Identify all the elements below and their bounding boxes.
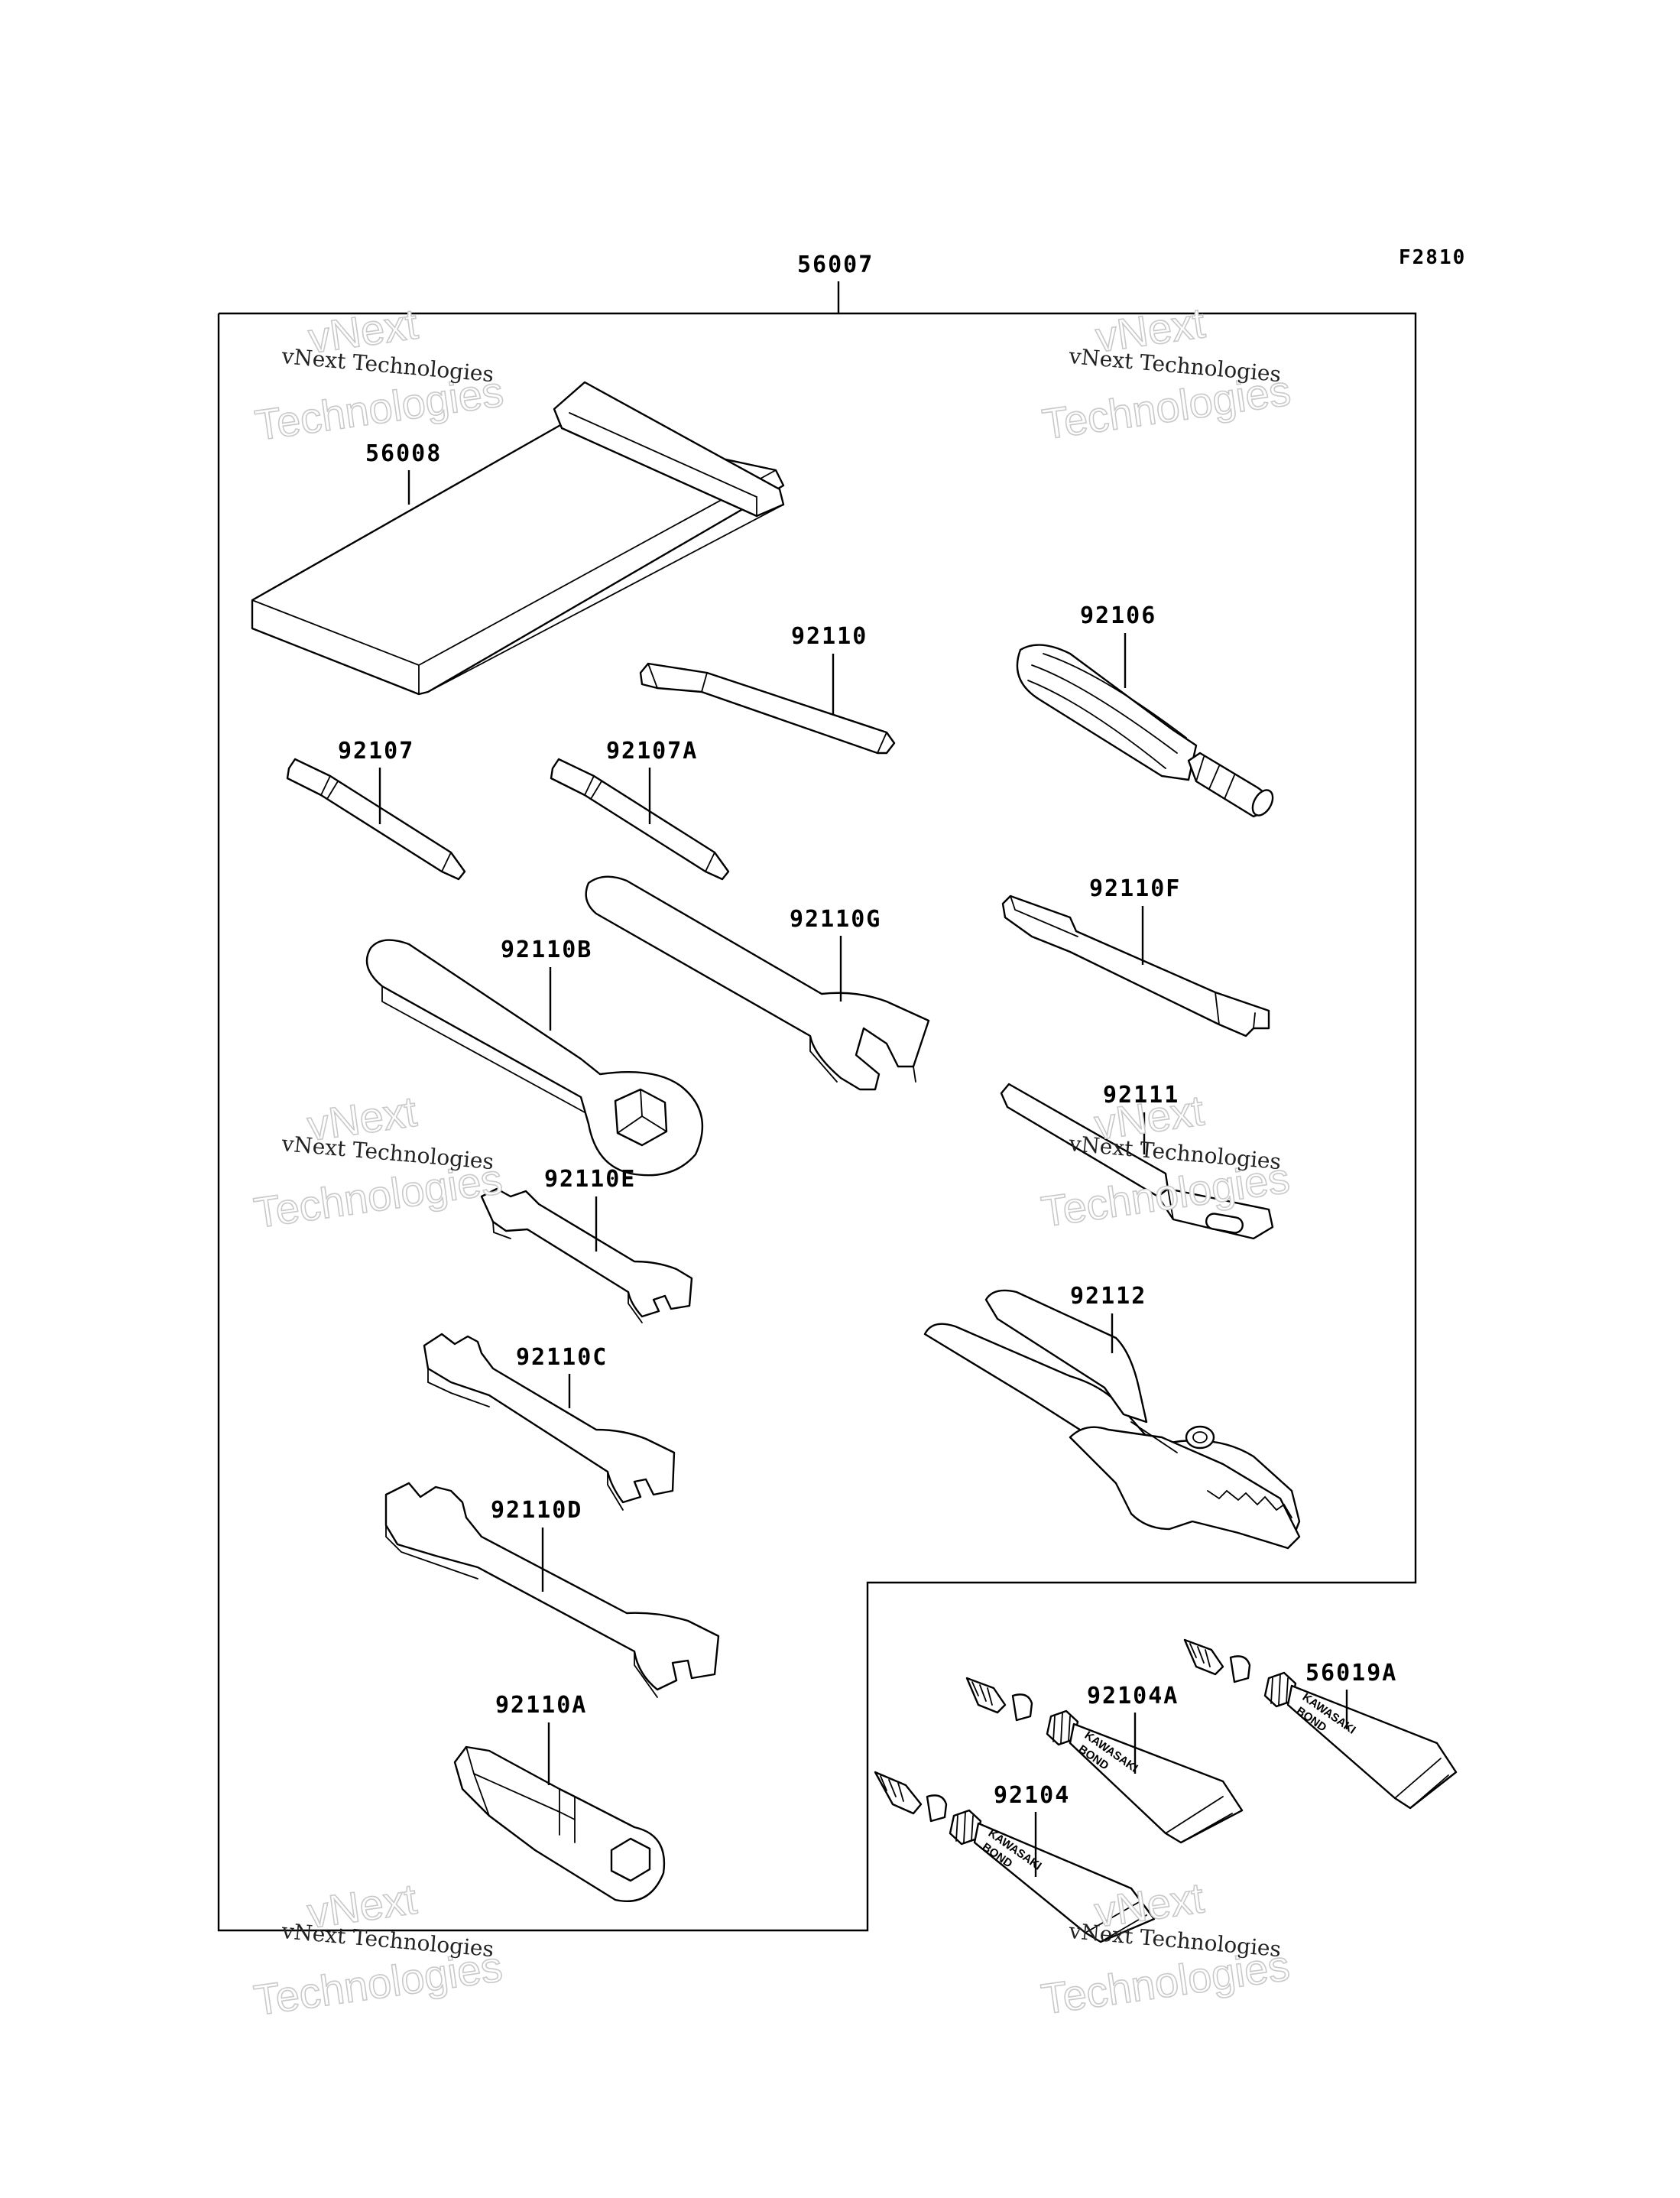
plug-wrench-a-drawing bbox=[453, 1745, 666, 1902]
box-wrench-b-label: 92110B bbox=[501, 937, 592, 963]
screwdriver-handle-drawing bbox=[1016, 644, 1274, 818]
kit-outline bbox=[217, 312, 1417, 1932]
extension-bar-drawing bbox=[1000, 1083, 1274, 1240]
bond-a-label: 92104A bbox=[1087, 1683, 1179, 1709]
wrench-e-label: 92110E bbox=[544, 1166, 636, 1193]
extension-bar-label: 92111 bbox=[1103, 1082, 1179, 1109]
spanner-f-label: 92110F bbox=[1089, 875, 1181, 902]
kit-part-number: 56007 bbox=[797, 252, 874, 278]
pliers-drawing bbox=[923, 1289, 1301, 1550]
tool-bag-drawing bbox=[251, 381, 785, 696]
screwdriver-bit-label: 92107 bbox=[338, 738, 414, 765]
tool-bag-label: 56008 bbox=[365, 440, 442, 467]
screwdriver-bit-drawing bbox=[286, 758, 466, 881]
bond-56019a-label: 56019A bbox=[1305, 1660, 1397, 1687]
screwdriver-bit-a-drawing bbox=[550, 758, 730, 881]
screwdriver-bit-a-label: 92107A bbox=[606, 738, 698, 765]
plug-wrench-a-label: 92110A bbox=[495, 1692, 587, 1719]
wrench-d-label: 92110D bbox=[491, 1497, 582, 1524]
screwdriver-handle-label: 92106 bbox=[1080, 602, 1156, 629]
wrench-e-drawing bbox=[480, 1187, 693, 1323]
box-wrench-b-drawing bbox=[365, 939, 704, 1177]
wrench-d-drawing bbox=[384, 1482, 720, 1698]
wrench-c-label: 92110C bbox=[516, 1344, 608, 1371]
hex-key-label: 92110 bbox=[791, 623, 868, 650]
pliers-label: 92112 bbox=[1070, 1283, 1146, 1310]
wrench-g-drawing bbox=[585, 875, 930, 1091]
hex-key-drawing bbox=[639, 662, 896, 755]
bond-label: 92104 bbox=[994, 1782, 1070, 1809]
wrench-g-label: 92110G bbox=[790, 906, 881, 933]
spanner-f-drawing bbox=[1001, 894, 1270, 1037]
figure-code: F2810 bbox=[1399, 246, 1466, 269]
wrench-c-drawing bbox=[423, 1333, 676, 1511]
